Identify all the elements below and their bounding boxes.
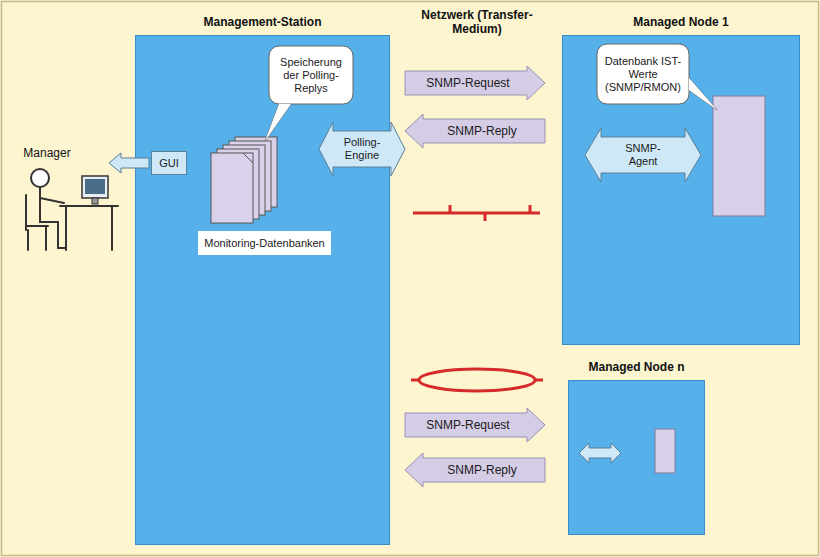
section-heading: Netzwerk (Transfer-Medium) — [412, 8, 542, 36]
box-heading: Managed Node n — [529, 360, 744, 374]
callout-bubble: Speicherung der Polling-Replys — [269, 46, 353, 104]
box-heading: Managed Node 1 — [523, 15, 820, 29]
bus-symbol — [413, 205, 540, 221]
manager-figure — [26, 169, 118, 250]
database-symbol — [713, 96, 765, 216]
agent-symbol — [579, 443, 621, 463]
node-text: Datenbank IST-Werte (SNMP/RMON) — [603, 55, 683, 94]
text-block: GUI — [159, 157, 179, 170]
text-block: SNMP-Request — [426, 76, 509, 91]
callout-bubble: Datenbank IST-Werte (SNMP/RMON) — [597, 44, 689, 104]
request-arrow: SNMP-Request — [405, 408, 545, 442]
reply-arrow: SNMP-Reply — [405, 453, 545, 487]
gui-arrow — [109, 153, 149, 173]
database-symbol — [655, 429, 675, 473]
text-block: Speicherung der Polling-Replys — [275, 56, 347, 95]
gui-box: GUI — [151, 151, 187, 175]
node-illustration — [569, 381, 706, 536]
request-arrow: SNMP-Request — [405, 66, 545, 100]
managed-node-box: Managed Node 1Datenbank IST-Werte (SNMP/… — [562, 35, 800, 345]
polling-engine: Polling-Engine — [319, 122, 405, 176]
agent-arrow: SNMP-Agent — [585, 128, 701, 182]
node-text: Polling-Engine — [336, 136, 388, 162]
actor-label: Manager — [12, 146, 82, 160]
node-text: SNMP-Request — [426, 76, 509, 91]
text-block: Monitoring-Datenbanken — [204, 237, 324, 250]
node-text: Speicherung der Polling-Replys — [275, 56, 347, 95]
managed-node-box: Managed Node n — [568, 380, 705, 535]
node-text: SNMP-Reply — [447, 463, 516, 478]
node-text: SNMP-Request — [426, 418, 509, 433]
reply-arrow: SNMP-Reply — [405, 114, 545, 148]
node-text: Monitoring-Datenbanken — [204, 237, 324, 250]
text-block: SNMP-Reply — [447, 463, 516, 478]
text-block: Datenbank IST-Werte (SNMP/RMON) — [603, 55, 683, 94]
text-block: SNMP-Reply — [447, 124, 516, 139]
node-text: SNMP-Agent — [613, 142, 673, 168]
node-text: GUI — [159, 157, 179, 170]
station-box: Management-StationSpeicherung der Pollin… — [135, 35, 390, 545]
box-heading: Management-Station — [96, 15, 429, 29]
ring-symbol — [411, 369, 543, 391]
text-block: SNMP-Request — [426, 418, 509, 433]
text-block: Polling-Engine — [336, 136, 388, 162]
text-block: SNMP-Agent — [613, 142, 673, 168]
station-illustration — [136, 36, 391, 546]
database-stack — [211, 137, 277, 223]
database-label-box: Monitoring-Datenbanken — [198, 231, 331, 255]
node-text: SNMP-Reply — [447, 124, 516, 139]
